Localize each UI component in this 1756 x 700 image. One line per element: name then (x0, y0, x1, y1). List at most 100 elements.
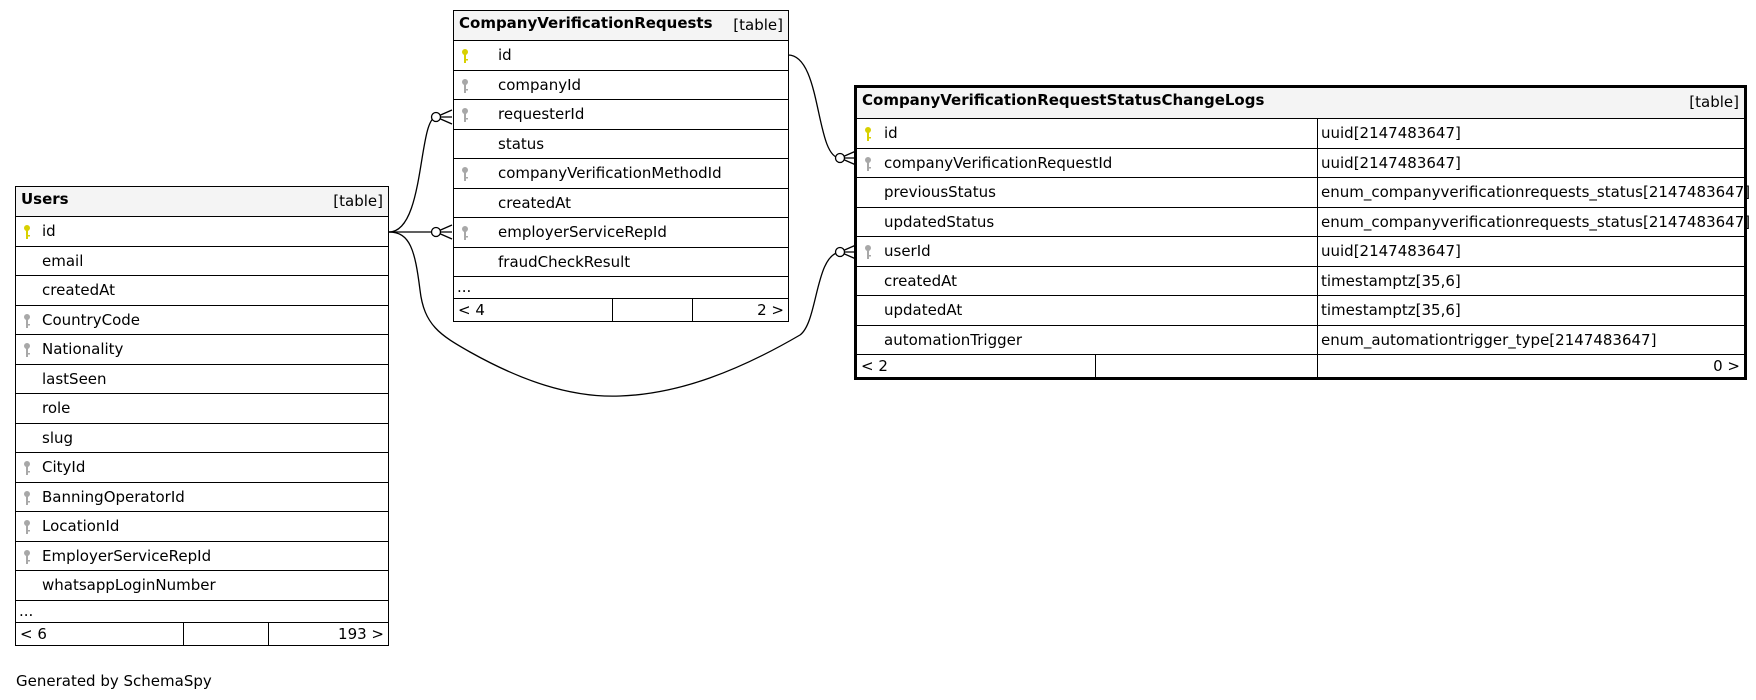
column-row[interactable]: status (454, 130, 788, 159)
column-row[interactable]: updatedAt timestamptz[35,6] (857, 296, 1744, 326)
column-name: id (42, 222, 56, 240)
foreign-key-icon (461, 166, 469, 182)
column-name: companyVerificationRequestId (884, 153, 1113, 172)
column-row[interactable]: CityId (16, 453, 388, 483)
column-type: timestamptz[35,6] (1321, 271, 1461, 290)
parents-count[interactable]: < 2 (861, 357, 888, 375)
column-name: companyId (498, 75, 582, 94)
foreign-key-icon (23, 549, 31, 565)
column-name: requesterId (498, 105, 585, 123)
column-name: updatedAt (884, 301, 963, 319)
foreign-key-icon (461, 78, 469, 94)
status-change-logs-table[interactable]: CompanyVerificationRequestStatusChangeLo… (854, 85, 1750, 380)
column-row[interactable]: employerServiceRepId (454, 218, 788, 248)
column-name: createdAt (42, 281, 116, 299)
column-type: uuid[2147483647] (1321, 124, 1461, 142)
table-kind: [table] (1689, 93, 1739, 111)
column-name: previousStatus (884, 183, 996, 201)
column-row[interactable]: CountryCode (16, 306, 388, 335)
link-requests-logs (787, 54, 841, 159)
column-name: companyVerificationMethodId (498, 164, 722, 182)
table-kind: [table] (333, 192, 383, 210)
table-kind: [table] (733, 16, 783, 34)
foreign-key-icon (23, 460, 31, 476)
column-row[interactable]: id (16, 217, 388, 247)
column-type: enum_automationtrigger_type[2147483647] (1321, 330, 1657, 349)
column-name: status (498, 134, 545, 153)
column-type: uuid[2147483647] (1321, 153, 1461, 172)
primary-key-icon (864, 126, 872, 142)
column-name: whatsappLoginNumber (42, 576, 216, 594)
column-type: uuid[2147483647] (1321, 242, 1461, 260)
children-count[interactable]: 0 > (1713, 357, 1740, 375)
column-name: lastSeen (42, 369, 107, 388)
column-name: id (884, 124, 898, 142)
column-name: createdAt (884, 271, 958, 290)
more-columns[interactable]: ... (16, 601, 388, 623)
column-type: enum_companyverificationrequests_status[… (1321, 183, 1751, 201)
column-type: enum_companyverificationrequests_status[… (1321, 212, 1751, 231)
column-row[interactable]: slug (16, 424, 388, 453)
column-row[interactable]: role (16, 394, 388, 424)
column-row[interactable]: createdAt timestamptz[35,6] (857, 266, 1744, 296)
column-row[interactable]: createdAt (454, 189, 788, 218)
table-header: CompanyVerificationRequests [table] (454, 11, 788, 41)
column-name: role (42, 399, 71, 417)
column-row[interactable]: BanningOperatorId (16, 483, 388, 512)
more-columns[interactable]: ... (454, 277, 788, 299)
column-row[interactable]: id uuid[2147483647] (857, 119, 1744, 149)
column-row[interactable]: companyId (454, 71, 788, 100)
table-footer: < 2 0 > (857, 355, 1744, 377)
table-footer: < 4 2 > (454, 299, 788, 321)
column-name: slug (42, 428, 74, 447)
column-row[interactable]: companyVerificationRequestId uuid[2147483… (857, 148, 1744, 178)
column-type: timestamptz[35,6] (1321, 301, 1461, 319)
table-name[interactable]: CompanyVerificationRequests (459, 14, 713, 32)
column-row[interactable]: createdAt (16, 276, 388, 306)
column-row[interactable]: email (16, 247, 388, 276)
table-name[interactable]: Users (21, 190, 69, 208)
column-name: fraudCheckResult (498, 252, 631, 271)
column-row[interactable]: companyVerificationMethodId (454, 159, 788, 189)
foreign-key-icon (864, 156, 872, 172)
table-header: CompanyVerificationRequestStatusChangeLo… (857, 88, 1744, 119)
column-name: BanningOperatorId (42, 487, 185, 506)
company-verification-requests-table[interactable]: CompanyVerificationRequests [table] id co… (453, 10, 789, 322)
column-row[interactable]: EmployerServiceRepId (16, 542, 388, 571)
column-row[interactable]: fraudCheckResult (454, 248, 788, 277)
foreign-key-icon (461, 107, 469, 123)
generated-by-label: Generated by SchemaSpy (16, 672, 212, 690)
parents-count[interactable]: < 6 (20, 624, 47, 643)
children-count[interactable]: 2 > (757, 301, 784, 319)
column-name: EmployerServiceRepId (42, 546, 212, 565)
column-name: id (498, 46, 512, 64)
table-name[interactable]: CompanyVerificationRequestStatusChangeLo… (862, 91, 1265, 109)
column-name: employerServiceRepId (498, 223, 667, 241)
column-name: CountryCode (42, 310, 140, 329)
column-row[interactable]: whatsappLoginNumber (16, 571, 388, 601)
column-row[interactable]: requesterId (454, 100, 788, 130)
foreign-key-icon (23, 490, 31, 506)
column-row[interactable]: id (454, 41, 788, 71)
column-row[interactable]: previousStatus enum_companyverificationre… (857, 178, 1750, 208)
column-row[interactable]: Nationality (16, 335, 388, 365)
parents-count[interactable]: < 4 (458, 301, 485, 319)
column-name: email (42, 251, 84, 270)
column-name: CityId (42, 458, 86, 476)
link-users-logs-userid (388, 231, 841, 397)
foreign-key-icon (23, 342, 31, 358)
table-header: Users [table] (16, 187, 388, 217)
children-count[interactable]: 193 > (338, 624, 384, 643)
primary-key-icon (461, 48, 469, 64)
column-name: createdAt (498, 193, 572, 212)
foreign-key-icon (23, 313, 31, 329)
column-row[interactable]: lastSeen (16, 365, 388, 394)
column-row[interactable]: userId uuid[2147483647] (857, 237, 1744, 267)
foreign-key-icon (864, 244, 872, 260)
column-row[interactable]: LocationId (16, 512, 388, 542)
column-name: userId (884, 242, 931, 260)
